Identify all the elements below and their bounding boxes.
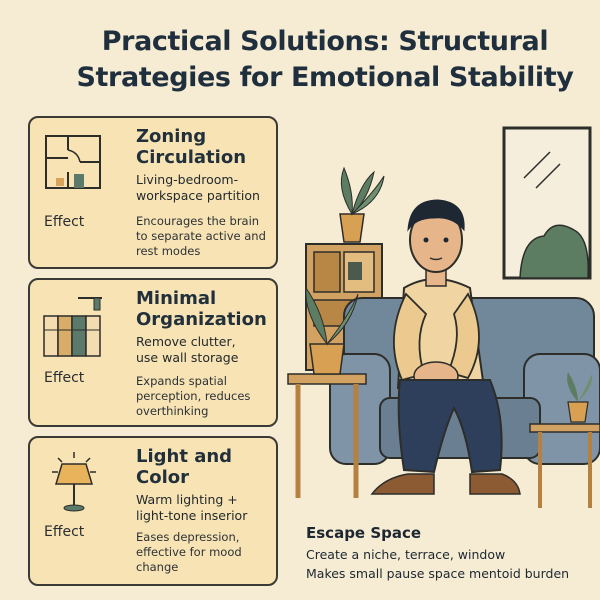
card-effect: Expands spatial perception, reduces over… bbox=[136, 374, 281, 419]
side-table-left bbox=[287, 286, 367, 498]
card-light-color: Effect Light and Color Warm lighting + l… bbox=[28, 436, 278, 586]
effect-line: Encourages the brain bbox=[136, 214, 260, 228]
effect-label: Effect bbox=[44, 524, 85, 540]
heading-line: Minimal bbox=[136, 288, 217, 309]
window-illustration bbox=[502, 126, 592, 280]
lamp-icon bbox=[52, 452, 96, 512]
desc-line: Remove clutter, bbox=[136, 334, 236, 349]
page-title: Practical Solutions: Structural Strategi… bbox=[60, 24, 590, 96]
title-line-1: Practical Solutions: Structural bbox=[101, 26, 549, 57]
effect-line: perception, reduces bbox=[136, 389, 251, 403]
effect-line: to separate active and bbox=[136, 229, 266, 243]
card-heading: Light and Color bbox=[136, 446, 232, 488]
floorplan-icon bbox=[45, 135, 101, 189]
card-minimal: Effect Minimal Organization Remove clutt… bbox=[28, 278, 278, 427]
card-heading: Zoning Circulation bbox=[136, 126, 246, 168]
effect-line: rest modes bbox=[136, 244, 201, 258]
effect-line: Expands spatial bbox=[136, 374, 227, 388]
heading-line: Zoning bbox=[136, 126, 207, 147]
card-description: Living-bedroom- workspace partition bbox=[136, 172, 281, 204]
effect-label: Effect bbox=[44, 214, 85, 230]
title-line-2: Strategies for Emotional Stability bbox=[76, 62, 574, 93]
card-description: Remove clutter, use wall storage bbox=[136, 334, 281, 366]
escape-space-line-1: Create a niche, terrace, window bbox=[306, 547, 506, 562]
card-heading: Minimal Organization bbox=[136, 288, 267, 330]
desc-line: Warm lighting + bbox=[136, 492, 238, 507]
card-zoning: Effect Zoning Circulation Living-bedroom… bbox=[28, 116, 278, 269]
effect-line: overthinking bbox=[136, 404, 209, 418]
storage-shelves-icon bbox=[43, 297, 102, 357]
room-illustration bbox=[287, 126, 600, 508]
card-effect: Encourages the brain to separate active … bbox=[136, 214, 281, 259]
heading-line: Circulation bbox=[136, 147, 247, 168]
escape-space-title: Escape Space bbox=[306, 524, 422, 542]
desc-line: Living-bedroom- bbox=[136, 172, 239, 187]
escape-space-line-2: Makes small pause space mentoid burden bbox=[306, 566, 570, 581]
effect-line: change bbox=[136, 560, 179, 574]
heading-line: Light and bbox=[136, 446, 233, 467]
effect-label: Effect bbox=[44, 370, 85, 386]
heading-line: Color bbox=[136, 467, 189, 488]
card-effect: Eases depression, effective for mood cha… bbox=[136, 530, 281, 575]
desc-line: workspace partition bbox=[136, 188, 260, 203]
desc-line: use wall storage bbox=[136, 350, 239, 365]
side-table-right bbox=[529, 372, 600, 508]
heading-line: Organization bbox=[136, 309, 267, 330]
desc-line: light-tone inserior bbox=[136, 508, 248, 523]
person-illustration bbox=[370, 199, 521, 495]
card-description: Warm lighting + light-tone inserior bbox=[136, 492, 281, 524]
effect-line: effective for mood bbox=[136, 545, 242, 559]
effect-line: Eases depression, bbox=[136, 530, 240, 544]
